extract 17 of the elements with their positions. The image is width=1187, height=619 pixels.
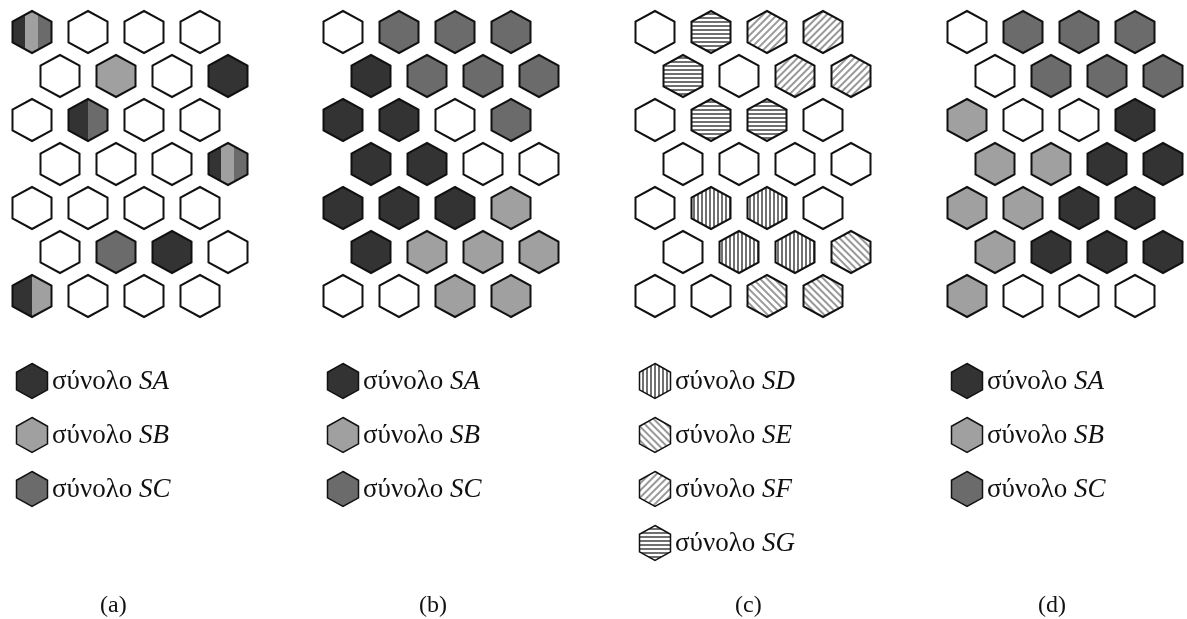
legend-label: σύνολο SC bbox=[363, 473, 482, 503]
legend-label: σύνολο SF bbox=[675, 473, 792, 503]
panel-label: (d) bbox=[1038, 590, 1066, 618]
legend-label: σύνολο SB bbox=[987, 419, 1104, 449]
panel-label: (c) bbox=[735, 590, 762, 618]
legend-label: σύνολο SD bbox=[675, 365, 795, 395]
legend-label: σύνολο SA bbox=[987, 365, 1104, 395]
panel-label: (b) bbox=[419, 590, 447, 618]
legend-label: σύνολο SC bbox=[52, 473, 171, 503]
legend-label: σύνολο SA bbox=[52, 365, 169, 395]
legend-label: σύνολο SB bbox=[363, 419, 480, 449]
legend-label: σύνολο SE bbox=[675, 419, 792, 449]
legend-label: σύνολο SC bbox=[987, 473, 1106, 503]
legend-label: σύνολο SG bbox=[675, 527, 795, 557]
legend-label: σύνολο SA bbox=[363, 365, 480, 395]
legend-label: σύνολο SB bbox=[52, 419, 169, 449]
panel-label: (a) bbox=[100, 590, 127, 618]
